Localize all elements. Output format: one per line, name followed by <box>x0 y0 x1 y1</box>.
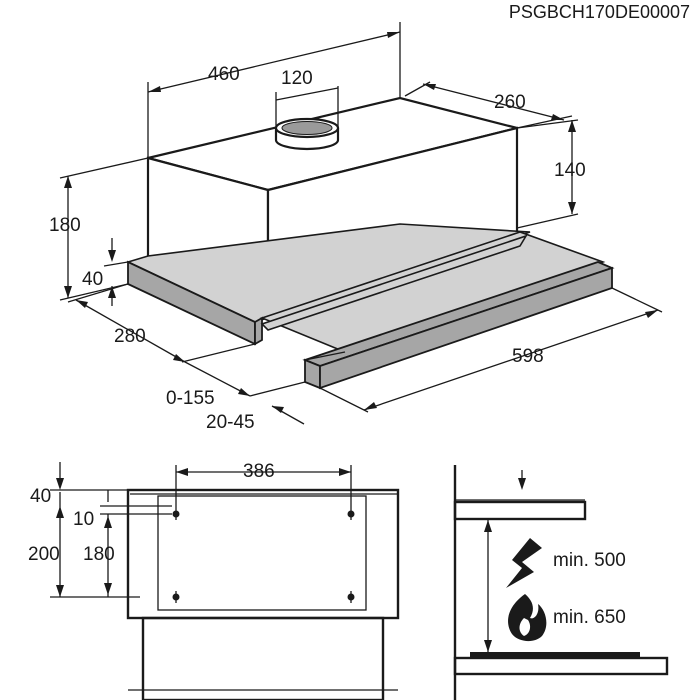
dim-width: 460 <box>208 64 240 85</box>
dim-depth: 280 <box>114 326 146 347</box>
dim-hole-offset: 10 <box>73 509 94 530</box>
iso-dimensions: 460 120 260 140 180 40 <box>49 22 663 433</box>
dim-box-height: 140 <box>554 160 586 181</box>
mounting-hole <box>347 508 355 520</box>
dim-total-height: 180 <box>49 215 81 236</box>
dim-front-offset: 20-45 <box>206 412 255 433</box>
mounting-hole <box>347 591 355 603</box>
duct-collar <box>274 117 340 151</box>
dim-front-height: 40 <box>82 269 103 290</box>
electric-min-label: min. 500 <box>553 550 626 571</box>
dim-hole-spacing: 386 <box>243 461 275 482</box>
drawer-inner <box>260 234 528 331</box>
mounting-hole <box>172 508 180 520</box>
dim-depth-top: 260 <box>494 92 526 113</box>
dim-duct: 120 <box>281 68 313 89</box>
drawer-lip-front <box>304 358 321 390</box>
hood-side-view <box>453 465 669 700</box>
dim-hole-distance: 180 <box>83 544 115 565</box>
hood-isometric <box>125 96 615 390</box>
drawer-top <box>259 231 606 353</box>
front-dimensions: 386 40 10 200 180 <box>28 461 352 598</box>
base-frame-right <box>254 316 263 346</box>
dim-extension: 0-155 <box>166 388 215 409</box>
dim-total-width: 598 <box>512 346 544 367</box>
product-code: PSGBCH170DE00007 <box>509 2 690 22</box>
dim-front-height: 200 <box>28 544 60 565</box>
dim-top-offset: 40 <box>30 486 51 507</box>
hood-front-view <box>126 488 400 700</box>
gas-min-label: min. 650 <box>553 607 626 628</box>
flame-icon <box>508 594 547 642</box>
mounting-hole <box>172 591 180 603</box>
lightning-icon <box>506 538 542 588</box>
